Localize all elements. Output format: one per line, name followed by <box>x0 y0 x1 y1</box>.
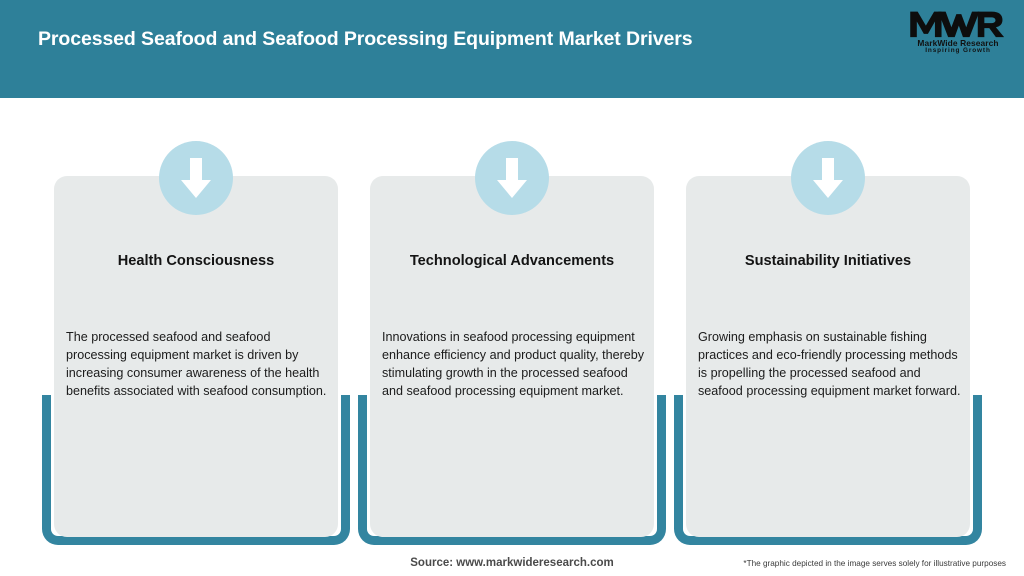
down-arrow-icon <box>475 141 549 215</box>
logo-mwr-icon <box>910 11 1005 38</box>
card-heading: Technological Advancements <box>409 253 615 269</box>
card-body-text: Innovations in seafood processing equipm… <box>382 330 645 398</box>
logo-company-name: MarkWide Research <box>917 38 999 48</box>
footer-source-text: Source: www.markwideresearch.com <box>410 557 614 569</box>
card-frame-accent <box>42 395 350 545</box>
down-arrow-icon <box>791 141 865 215</box>
down-arrow-icon <box>159 141 233 215</box>
driver-card-technological-advancements: Technological Advancements Innovations i… <box>358 141 666 545</box>
card-panel: Technological Advancements Innovations i… <box>370 141 654 537</box>
footer-disclaimer-text: *The graphic depicted in the image serve… <box>743 559 1006 568</box>
card-heading: Sustainability Initiatives <box>744 253 912 269</box>
card-body-text: Growing emphasis on sustainable fishing … <box>698 330 961 398</box>
card-heading: Health Consciousness <box>117 253 275 269</box>
card-frame-accent <box>674 395 982 545</box>
card-panel: Sustainability Initiatives Growing empha… <box>686 141 970 537</box>
header-bar: Processed Seafood and Seafood Processing… <box>0 0 1024 98</box>
driver-card-health-consciousness: Health Consciousness The processed seafo… <box>42 141 350 545</box>
logo-tagline: Inspiring Growth <box>925 47 991 55</box>
page-title: Processed Seafood and Seafood Processing… <box>38 28 693 50</box>
card-panel: Health Consciousness The processed seafo… <box>54 141 338 537</box>
card-body-text: The processed seafood and seafood proces… <box>66 330 327 398</box>
card-frame-accent <box>358 395 666 545</box>
driver-card-sustainability-initiatives: Sustainability Initiatives Growing empha… <box>674 141 982 545</box>
brand-logo: MarkWide Research Inspiring Growth <box>906 10 1010 62</box>
